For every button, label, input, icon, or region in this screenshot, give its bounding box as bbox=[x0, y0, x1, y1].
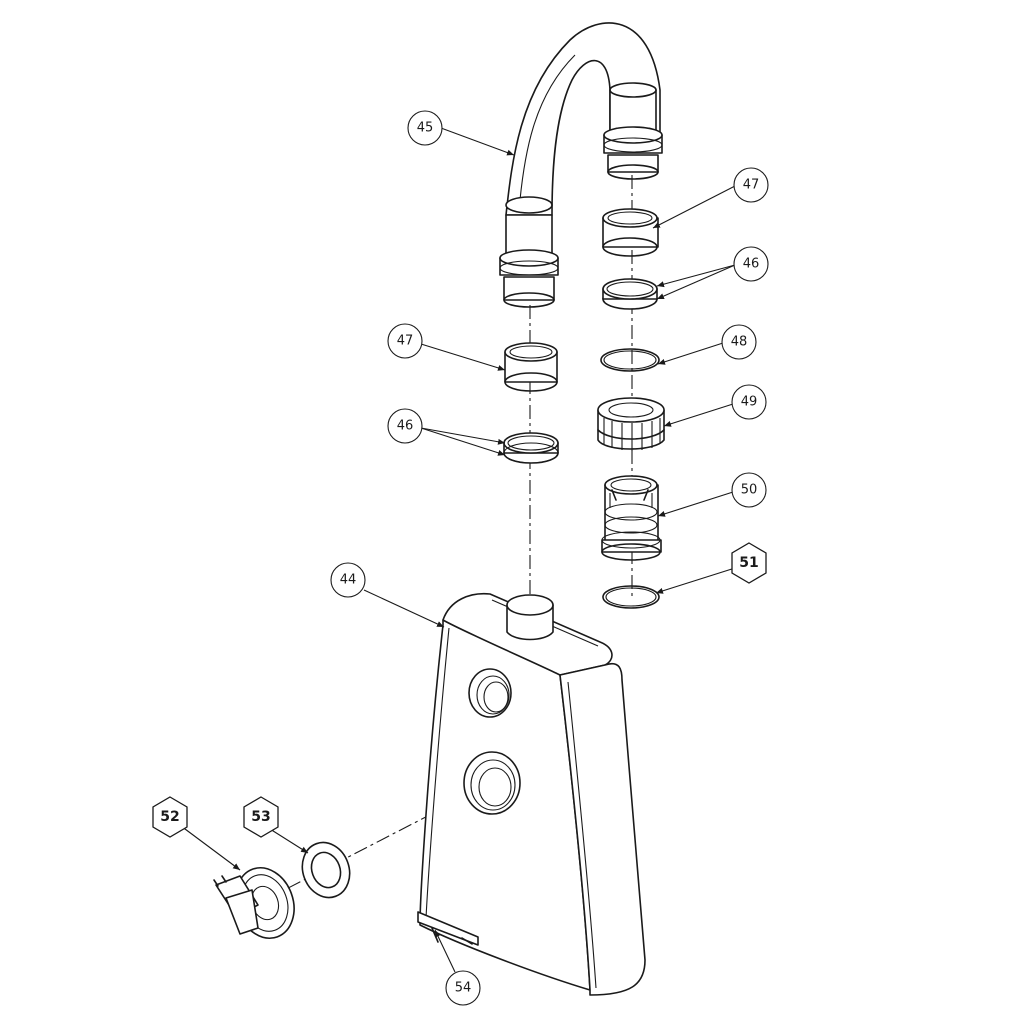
callout-52-label: 52 bbox=[160, 809, 179, 825]
callout-52: 52 bbox=[152, 796, 188, 838]
callout-44: 44 bbox=[330, 562, 366, 598]
callout-46-right-label: 46 bbox=[743, 257, 760, 272]
faucet-body bbox=[417, 592, 646, 996]
callout-50-label: 50 bbox=[741, 483, 758, 498]
callout-45-label: 45 bbox=[417, 121, 434, 136]
rings-right bbox=[602, 278, 658, 310]
callout-47-left: 47 bbox=[387, 323, 423, 359]
callout-46-right: 46 bbox=[733, 246, 769, 282]
callout-47-right: 47 bbox=[733, 167, 769, 203]
washer-53 bbox=[301, 841, 351, 899]
o-ring-51 bbox=[602, 585, 660, 609]
rings-left bbox=[503, 432, 559, 464]
o-ring-48 bbox=[600, 348, 660, 372]
callout-53: 53 bbox=[243, 796, 279, 838]
knob-52 bbox=[213, 867, 295, 939]
sleeve-left bbox=[504, 342, 558, 392]
callout-49-label: 49 bbox=[741, 395, 758, 410]
callout-51: 51 bbox=[731, 542, 767, 584]
callout-48: 48 bbox=[721, 324, 757, 360]
callout-45: 45 bbox=[407, 110, 443, 146]
connector-body bbox=[601, 475, 662, 561]
callout-50: 50 bbox=[731, 472, 767, 508]
callout-46-left: 46 bbox=[387, 408, 423, 444]
callout-54: 54 bbox=[445, 970, 481, 1006]
callout-53-label: 53 bbox=[251, 809, 270, 825]
callout-54-label: 54 bbox=[455, 981, 472, 996]
leader-lines bbox=[180, 127, 736, 973]
callout-47-left-label: 47 bbox=[397, 334, 414, 349]
callout-47-right-label: 47 bbox=[743, 178, 760, 193]
callout-46-left-label: 46 bbox=[397, 419, 414, 434]
sleeve-right bbox=[602, 208, 659, 257]
callout-44-label: 44 bbox=[340, 573, 357, 588]
callout-51-label: 51 bbox=[739, 555, 758, 571]
knurled-nut bbox=[597, 397, 665, 451]
callout-48-label: 48 bbox=[731, 335, 748, 350]
callout-49: 49 bbox=[731, 384, 767, 420]
spout-tube bbox=[499, 22, 663, 308]
